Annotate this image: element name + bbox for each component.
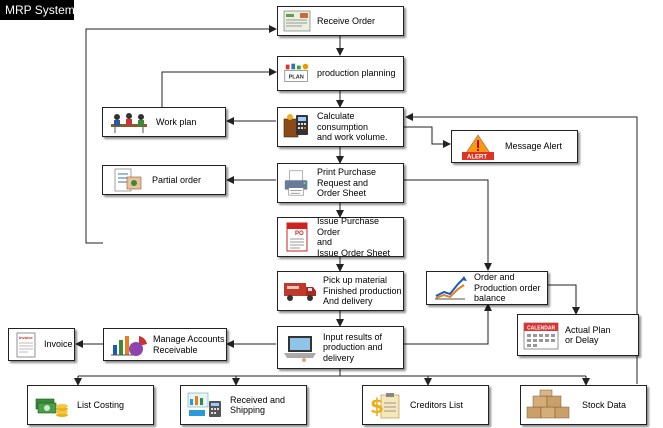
svg-text:$: $ <box>370 394 384 418</box>
node-received-shipping[interactable]: Received and Shipping <box>180 385 307 425</box>
node-pick-up-material[interactable]: Pick up material Finished production And… <box>277 271 404 311</box>
receive-order-label: Receive Order <box>317 15 376 26</box>
actual-plan-label: Actual Plan or Delay <box>565 324 611 346</box>
node-work-plan[interactable]: Work plan <box>102 107 226 137</box>
plan-icon-text: PLAN <box>289 74 304 80</box>
arrow-stock-to-calculate <box>405 113 638 384</box>
laptop-icon <box>282 335 318 362</box>
received-shipping-label: Received and Shipping <box>230 394 286 416</box>
dollar-clipboard-icon: $ <box>367 392 405 419</box>
node-message-alert[interactable]: ALERT Message Alert <box>451 130 578 163</box>
calculate-consumption-label: Calculate consumption and work volume. <box>317 111 388 143</box>
invoice-label: Invoice <box>44 339 73 350</box>
production-planning-label: production planning <box>317 68 396 79</box>
delivery-truck-icon <box>282 278 318 304</box>
node-creditors-list[interactable]: $ Creditors List <box>362 385 489 425</box>
po-icon-text: PO <box>295 231 304 237</box>
arrow-calculate-to-alert <box>404 126 451 148</box>
node-issue-purchase-order[interactable]: PO Issue Purchase Order and Issue Order … <box>277 216 404 258</box>
message-alert-label: Message Alert <box>505 141 563 152</box>
money-stack-icon <box>32 392 72 418</box>
calendar-icon: CALENDAR <box>522 319 560 351</box>
arrow-loop-to-receive <box>85 25 277 244</box>
manage-accounts-label: Manage Accounts Receivable <box>153 334 225 355</box>
node-calculate-consumption[interactable]: Calculate consumption and work volume. <box>277 107 404 147</box>
order-form-icon <box>282 8 312 34</box>
shipping-calculator-icon <box>185 392 225 418</box>
arrow-print-to-balance <box>404 179 492 271</box>
accounting-chart-icon <box>108 332 148 358</box>
node-actual-plan[interactable]: CALENDAR Actual Plan or Delay <box>517 314 639 356</box>
arrow-balance-to-actual <box>548 284 580 315</box>
purchase-order-icon: PO <box>282 222 312 252</box>
node-partial-order[interactable]: Partial order <box>102 165 226 195</box>
node-print-purchase[interactable]: Print Purchase Request and Order Sheet <box>277 163 404 203</box>
work-plan-label: Work plan <box>156 116 197 127</box>
page-title: MRP System <box>0 0 75 20</box>
input-results-label: Input results of production and delivery <box>323 331 383 363</box>
print-purchase-label: Print Purchase Request and Order Sheet <box>317 167 377 199</box>
creditors-list-label: Creditors List <box>410 399 464 410</box>
node-input-results[interactable]: Input results of production and delivery <box>277 326 404 369</box>
node-stock-data[interactable]: Stock Data <box>520 385 647 425</box>
node-production-planning[interactable]: PLAN production planning <box>277 56 404 91</box>
invoice-document-icon: Invoice <box>13 332 39 358</box>
calculator-box-icon <box>282 114 312 140</box>
node-list-costing[interactable]: List Costing <box>27 385 154 425</box>
node-manage-accounts[interactable]: Manage Accounts Receivable <box>103 328 227 361</box>
arrow-input-to-balance <box>404 303 492 345</box>
partial-order-label: Partial order <box>152 174 202 185</box>
pick-up-label: Pick up material Finished production And… <box>323 275 402 307</box>
node-receive-order[interactable]: Receive Order <box>277 6 404 36</box>
calendar-icon-text: CALENDAR <box>527 326 555 332</box>
growth-chart-icon <box>431 275 469 301</box>
stock-boxes-icon <box>525 389 577 419</box>
team-meeting-icon <box>107 109 151 135</box>
list-costing-label: List Costing <box>77 399 125 410</box>
order-list-icon <box>107 167 147 193</box>
invoice-icon-text: Invoice <box>19 335 34 340</box>
alert-sign-icon: ALERT <box>456 133 500 160</box>
issue-purchase-label: Issue Purchase Order and Issue Order She… <box>317 216 391 258</box>
stock-data-label: Stock Data <box>582 399 627 410</box>
plan-chart-icon: PLAN <box>282 61 312 87</box>
order-balance-label: Order and Production order balance <box>474 272 541 304</box>
arrow-workplan-to-planning <box>161 68 277 107</box>
node-invoice[interactable]: Invoice Invoice <box>8 328 75 361</box>
node-order-balance[interactable]: Order and Production order balance <box>426 271 548 305</box>
printer-documents-icon <box>282 170 312 196</box>
alert-icon-text: ALERT <box>467 154 487 160</box>
